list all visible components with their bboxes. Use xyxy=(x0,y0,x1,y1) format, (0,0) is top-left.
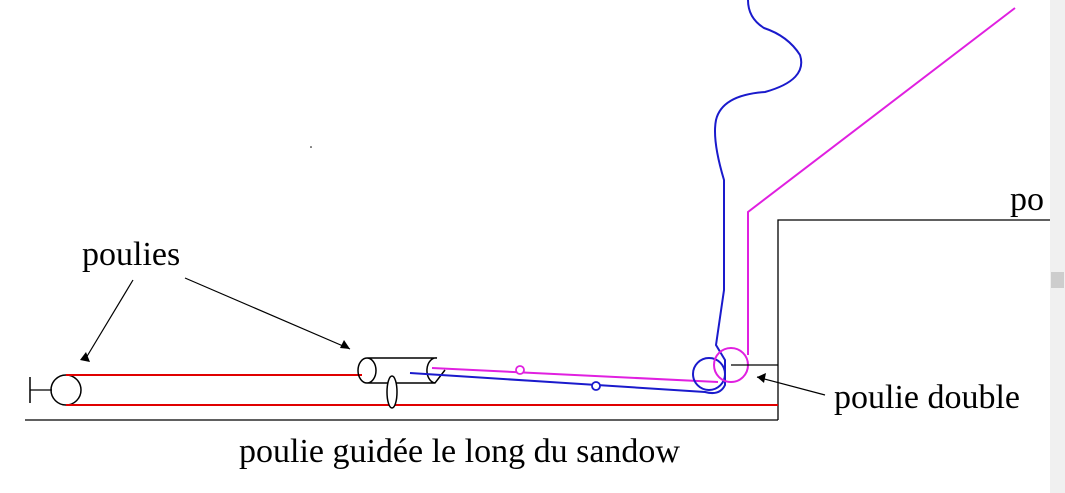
left-pulley xyxy=(50,374,82,406)
magenta-knot xyxy=(515,365,525,375)
stray-dot xyxy=(310,146,312,148)
guided-pulley-wheel xyxy=(386,375,398,409)
arrow-to-left-pulley xyxy=(80,279,134,362)
label-poulie-guidee: poulie guidée le long du sandow xyxy=(239,433,680,470)
arrow-to-double-pulley xyxy=(756,373,826,396)
blue-knot xyxy=(591,381,601,391)
vertical-scrollbar[interactable] xyxy=(1050,0,1065,493)
label-poulies: poulies xyxy=(82,236,180,273)
platform-outline xyxy=(777,219,1050,420)
magenta-rope xyxy=(431,7,1016,383)
label-clipped-po: po xyxy=(1010,181,1044,218)
scrollbar-thumb[interactable] xyxy=(1051,272,1064,288)
label-poulie-double: poulie double xyxy=(834,379,1020,416)
blue-rope xyxy=(409,0,803,395)
arrow-to-guided-pulley xyxy=(184,277,351,350)
guided-pulley xyxy=(357,357,446,384)
double-pulley-blue xyxy=(692,357,726,391)
